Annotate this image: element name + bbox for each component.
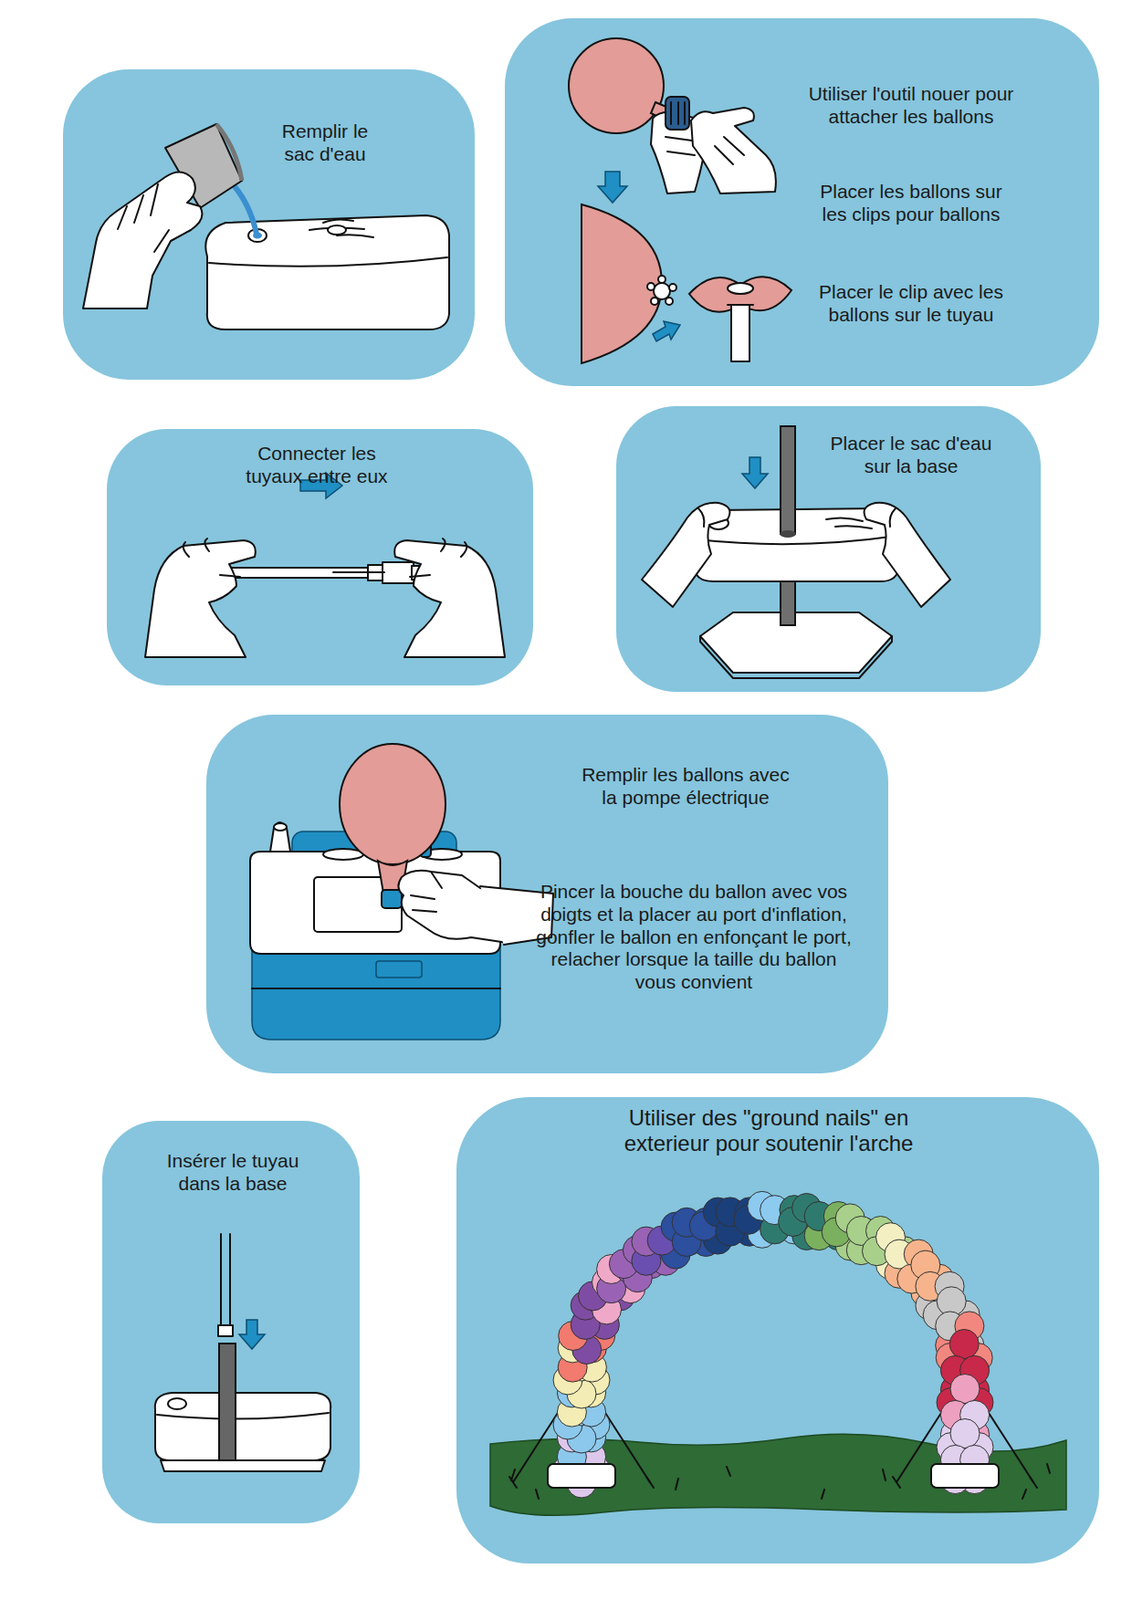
instruction-text: Insérer le tuyau dans la base <box>157 1150 309 1196</box>
instruction-panel: Remplir les ballons avec la pompe électr… <box>206 714 889 1074</box>
instruction-text: Placer le sac d'eau sur la base <box>824 432 998 479</box>
instruction-text: Remplir les ballons avec la pompe électr… <box>576 764 795 810</box>
instruction-text: Utiliser des "ground nails" en exterieur… <box>618 1105 920 1158</box>
instruction-panel: Remplir le sac d'eau <box>62 69 475 380</box>
instruction-text: Placer le clip avec les ballons sur le t… <box>801 281 1021 327</box>
instruction-text: Placer les ballons sur les clips pour ba… <box>808 180 1015 227</box>
instruction-panel: Connecter les tuyaux entre eux <box>106 429 534 686</box>
instruction-text: Connecter les tuyaux entre eux <box>239 442 395 489</box>
instruction-panel: Placer le sac d'eau sur la base <box>616 406 1041 692</box>
instruction-panel: Utiliser l'outil nouer pour attacher les… <box>504 18 1100 387</box>
instruction-text: Remplir le sac d'eau <box>274 120 376 167</box>
instruction-text: Pincer la bouche du ballon avec vos doig… <box>532 880 857 995</box>
instruction-panel: Insérer le tuyau dans la base <box>102 1121 360 1524</box>
instruction-panel: Utiliser des "ground nails" en exterieur… <box>456 1097 1100 1564</box>
instruction-text: Utiliser l'outil nouer pour attacher les… <box>801 83 1021 129</box>
